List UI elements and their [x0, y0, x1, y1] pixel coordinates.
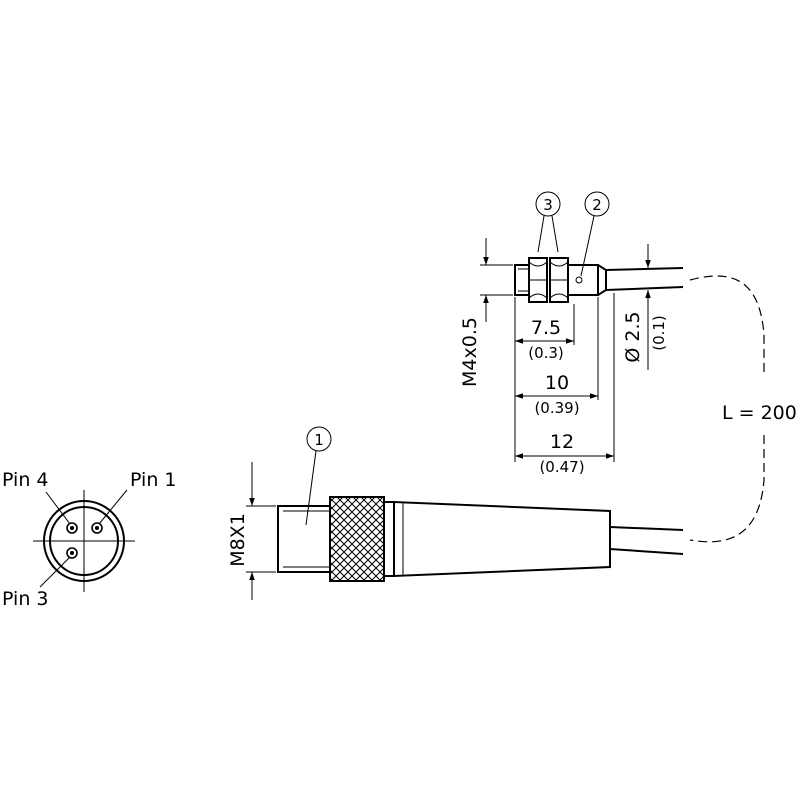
dim-7-5-inch: (0.3) [528, 344, 564, 362]
callout-2: 2 [592, 196, 602, 214]
connector-body [393, 500, 611, 578]
knurled-nut [329, 496, 385, 582]
dim-12: 12 [550, 431, 574, 453]
hex-nut-1 [528, 257, 548, 303]
cable-length-indicator: L = 200 [689, 275, 797, 543]
dim-cable-diameter-inch: (0.1) [650, 315, 668, 351]
led-indicator [575, 276, 583, 284]
dim-cable-diameter: Ø 2.5 [622, 311, 644, 362]
pin3-label: Pin 3 [2, 588, 49, 610]
m8-connector: M8X1 1 [227, 426, 684, 600]
dim-10-inch: (0.39) [534, 399, 579, 417]
pin-contact-3 [66, 547, 78, 559]
m4-sensor: M4x0.5 7.5 (0.3) 10 (0.39) 12 (0.47) Ø 2… [459, 191, 684, 476]
pin3-leader [39, 556, 71, 588]
pin4-leader [45, 491, 71, 525]
pin1-leader [98, 489, 128, 525]
dim-10: 10 [545, 372, 569, 394]
connector-thread [277, 505, 331, 573]
dim-12-inch: (0.47) [539, 458, 584, 476]
pin1-label: Pin 1 [130, 469, 177, 491]
cable-length-label: L = 200 [722, 402, 797, 424]
hex-nut-2 [549, 257, 569, 303]
pin4-label: Pin 4 [2, 469, 49, 491]
connector-face-view: Pin 4 Pin 1 Pin 3 [2, 469, 177, 610]
sensor-thread-label: M4x0.5 [459, 317, 481, 387]
connector-thread-label: M8X1 [227, 513, 249, 567]
sensor-body [567, 264, 599, 296]
callout-3: 3 [543, 196, 553, 214]
pin-contact-1 [91, 522, 103, 534]
callout-1: 1 [314, 431, 324, 449]
dim-7-5: 7.5 [531, 317, 561, 339]
pin-contact-4 [66, 522, 78, 534]
